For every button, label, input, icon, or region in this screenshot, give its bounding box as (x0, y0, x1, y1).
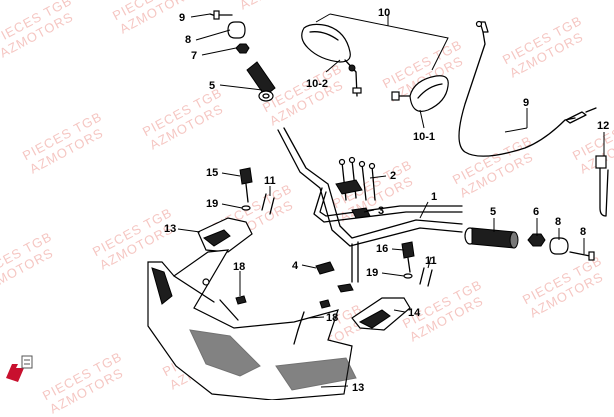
callout-18-right: 18 (326, 312, 338, 324)
callout-15: 14 (408, 307, 421, 319)
part-switch-screw-right (401, 241, 415, 273)
bracket-10 (329, 13, 449, 71)
callout-17: 16 (376, 243, 388, 255)
part-cable-tie (595, 155, 609, 217)
leader-lines (177, 13, 605, 388)
part-lower-clamp (315, 261, 354, 293)
part-washer-left (241, 205, 251, 211)
callout-7-right: 8 (555, 216, 561, 228)
brand-logo (6, 355, 33, 382)
part-bolt-right (569, 251, 595, 261)
part-bolt-top-left (209, 10, 233, 20)
part-switch-screw-left (239, 167, 253, 203)
part-nut-right (527, 233, 546, 247)
callout-11-right: 11 (425, 255, 437, 267)
part-small-screws-right (419, 267, 433, 287)
callout-8-right: 8 (580, 226, 586, 238)
part-small-screws-left (261, 193, 275, 215)
callout-12: 12 (597, 120, 609, 132)
part-mirror-left (301, 23, 362, 97)
callout-13: 13 (352, 382, 364, 394)
callout-8: 9 (179, 12, 185, 24)
part-switch-housing-right (351, 297, 411, 331)
part-nut-top-left (235, 43, 250, 54)
callout-10: 10 (378, 7, 390, 19)
part-upper-clamp (335, 179, 371, 219)
callout-10-2: 10-2 (306, 78, 328, 90)
callout-6: 7 (191, 50, 197, 62)
callout-7: 8 (185, 34, 191, 46)
callout-4: 4 (292, 260, 299, 272)
part-washer-right (403, 273, 413, 279)
part-throttle-cable (458, 20, 597, 157)
part-end-cap-right (549, 237, 569, 255)
part-handlebar (277, 127, 463, 283)
callout-16: 15 (206, 167, 218, 179)
part-grip-right (464, 227, 519, 249)
part-switch-housing-left (197, 217, 253, 253)
part-grip-top-left (246, 61, 276, 102)
callout-19-right: 19 (366, 267, 378, 279)
callout-14: 13 (164, 223, 176, 235)
callout-2: 2 (390, 170, 396, 182)
part-clamp-bolts (338, 156, 376, 201)
callout-5: 5 (209, 80, 215, 92)
callout-labels: 9 8 7 5 10 10-2 10-1 9 12 1 2 3 4 5 6 8 … (164, 7, 609, 394)
callout-1: 1 (431, 191, 437, 203)
callout-3: 3 (378, 205, 384, 217)
part-mirror-right (391, 75, 449, 112)
callout-11-left: 11 (264, 175, 276, 187)
part-cover-grommet-left (202, 278, 247, 305)
callout-9: 9 (523, 97, 529, 109)
part-cover-grommet-right (293, 299, 331, 345)
callout-5-right: 5 (490, 206, 496, 218)
logo-red-shape (6, 364, 24, 382)
callout-18-left: 18 (233, 261, 245, 273)
callout-6-right: 6 (533, 206, 539, 218)
part-end-cap-top-left (227, 21, 246, 39)
callout-19-left: 19 (206, 198, 218, 210)
handlebar-parts-diagram: 9 8 7 5 10 10-2 10-1 9 12 1 2 3 4 5 6 8 … (6, 7, 609, 400)
part-handlebar-cover (147, 249, 357, 400)
callout-10-1: 10-1 (413, 131, 435, 143)
